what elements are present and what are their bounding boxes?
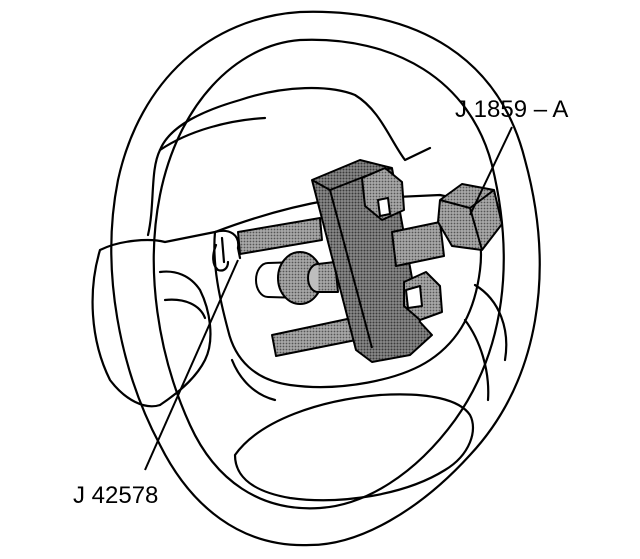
left-spoke bbox=[91, 229, 240, 408]
forcing-screw-hex bbox=[437, 183, 503, 251]
lower-opening bbox=[233, 393, 475, 502]
wheel-rim-inner bbox=[152, 38, 505, 510]
upper-trim-contour-2 bbox=[158, 116, 267, 152]
label-puller-tool: J 1859 – A bbox=[455, 96, 569, 123]
adapter-rod-lower bbox=[271, 317, 357, 357]
leader-wheel-tool bbox=[144, 259, 239, 471]
upper-trim-contour bbox=[146, 86, 432, 237]
leader-puller-tool bbox=[469, 126, 513, 216]
label-wheel-tool: J 42578 bbox=[73, 482, 159, 509]
wheel-rim-outer bbox=[110, 10, 541, 547]
forcing-screw bbox=[391, 221, 445, 267]
upper-hex-bolt bbox=[361, 167, 405, 221]
puller-body bbox=[311, 159, 433, 363]
right-spoke bbox=[463, 283, 508, 402]
hub-emblem bbox=[212, 243, 230, 272]
adapter-rod-upper bbox=[237, 217, 323, 255]
